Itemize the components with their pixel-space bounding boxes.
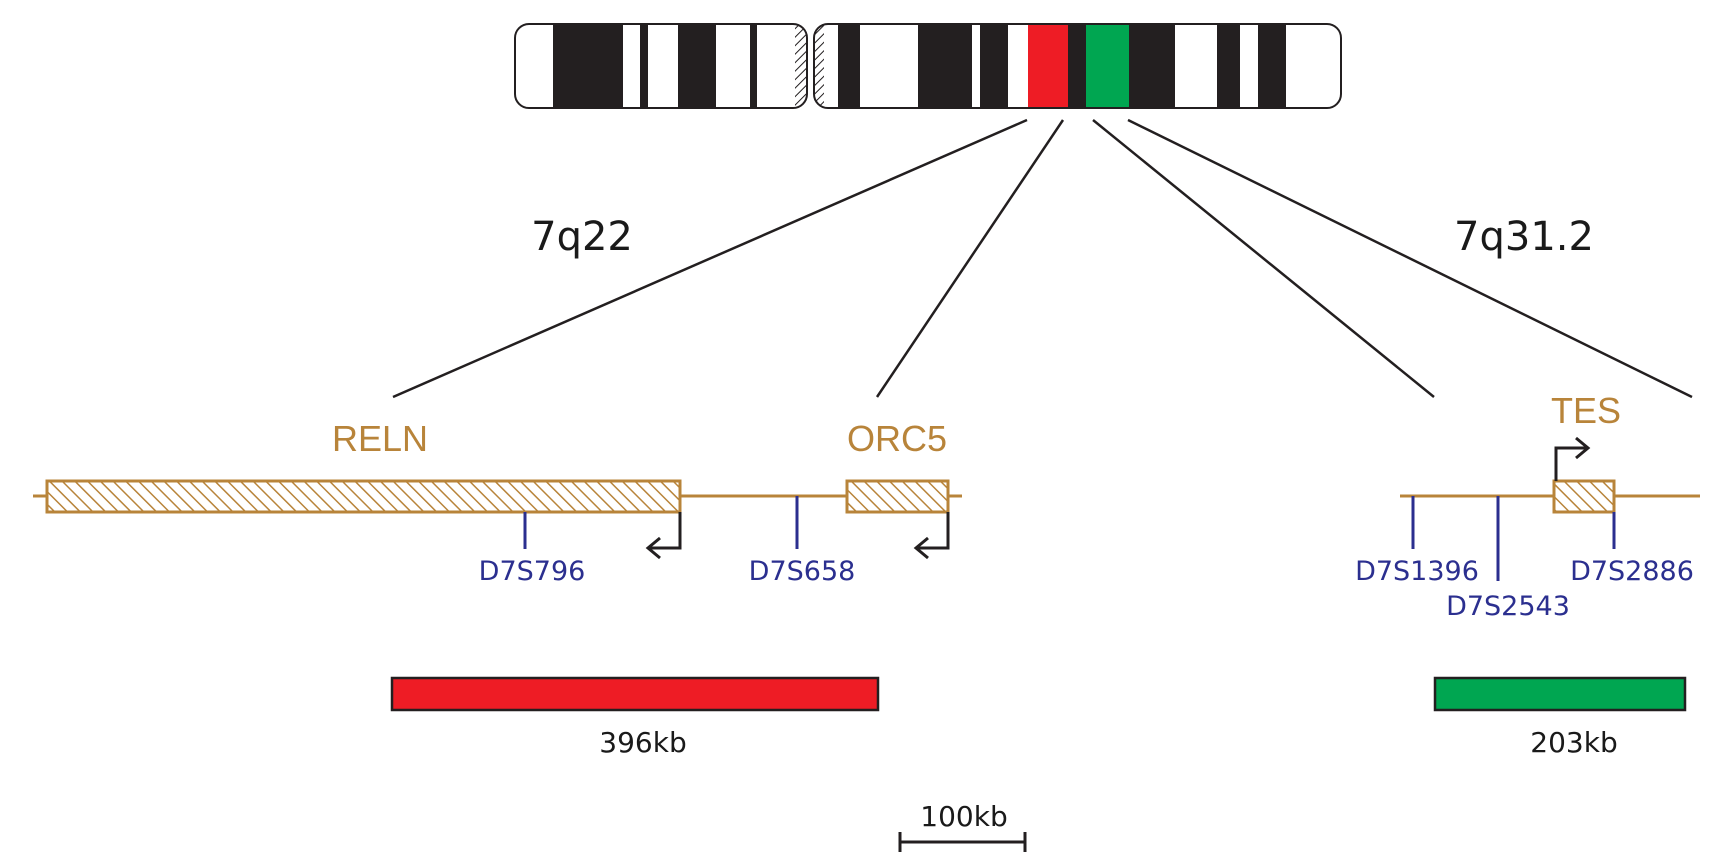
locus-7q31-2: TES D7S1396 D7S2543 D7S2886 bbox=[1355, 390, 1700, 622]
reln-gene-box bbox=[45, 479, 682, 514]
gene-label-reln: RELN bbox=[332, 418, 428, 459]
deleted-region-size-green: 203kb bbox=[1530, 726, 1617, 759]
scale-bar-label: 100kb bbox=[920, 800, 1007, 833]
locus-7q22: RELN ORC5 D7S796 D7S658 bbox=[33, 418, 962, 587]
scale-bar bbox=[898, 832, 1027, 852]
deleted-region-bar-red bbox=[390, 676, 880, 712]
region-label-7q22: 7q22 bbox=[531, 214, 633, 260]
zoom-lines bbox=[392, 118, 1693, 399]
transcription-arrow-icon bbox=[645, 512, 682, 560]
deleted-region-bar-green bbox=[1433, 676, 1687, 712]
marker-label-d7s1396: D7S1396 bbox=[1355, 556, 1479, 587]
p-arm bbox=[515, 24, 807, 108]
marker-label-d7s658: D7S658 bbox=[749, 556, 856, 587]
red-band-7q22 bbox=[1028, 24, 1068, 108]
tes-gene-box bbox=[1552, 479, 1616, 514]
q-arm bbox=[814, 24, 1341, 108]
marker-label-d7s2543: D7S2543 bbox=[1446, 591, 1570, 622]
chromosome-7-ideogram bbox=[514, 23, 1342, 109]
transcription-arrow-icon bbox=[913, 512, 950, 560]
gene-label-tes: TES bbox=[1551, 390, 1621, 431]
deleted-region-size-red: 396kb bbox=[599, 726, 686, 759]
green-band-7q31 bbox=[1086, 24, 1129, 108]
region-label-7q31-2: 7q31.2 bbox=[1454, 214, 1594, 260]
orc5-gene-box bbox=[845, 479, 950, 514]
marker-label-d7s2886: D7S2886 bbox=[1570, 556, 1694, 587]
transcription-arrow-icon bbox=[1554, 436, 1591, 481]
marker-label-d7s796: D7S796 bbox=[479, 556, 586, 587]
gene-label-orc5: ORC5 bbox=[847, 418, 947, 459]
